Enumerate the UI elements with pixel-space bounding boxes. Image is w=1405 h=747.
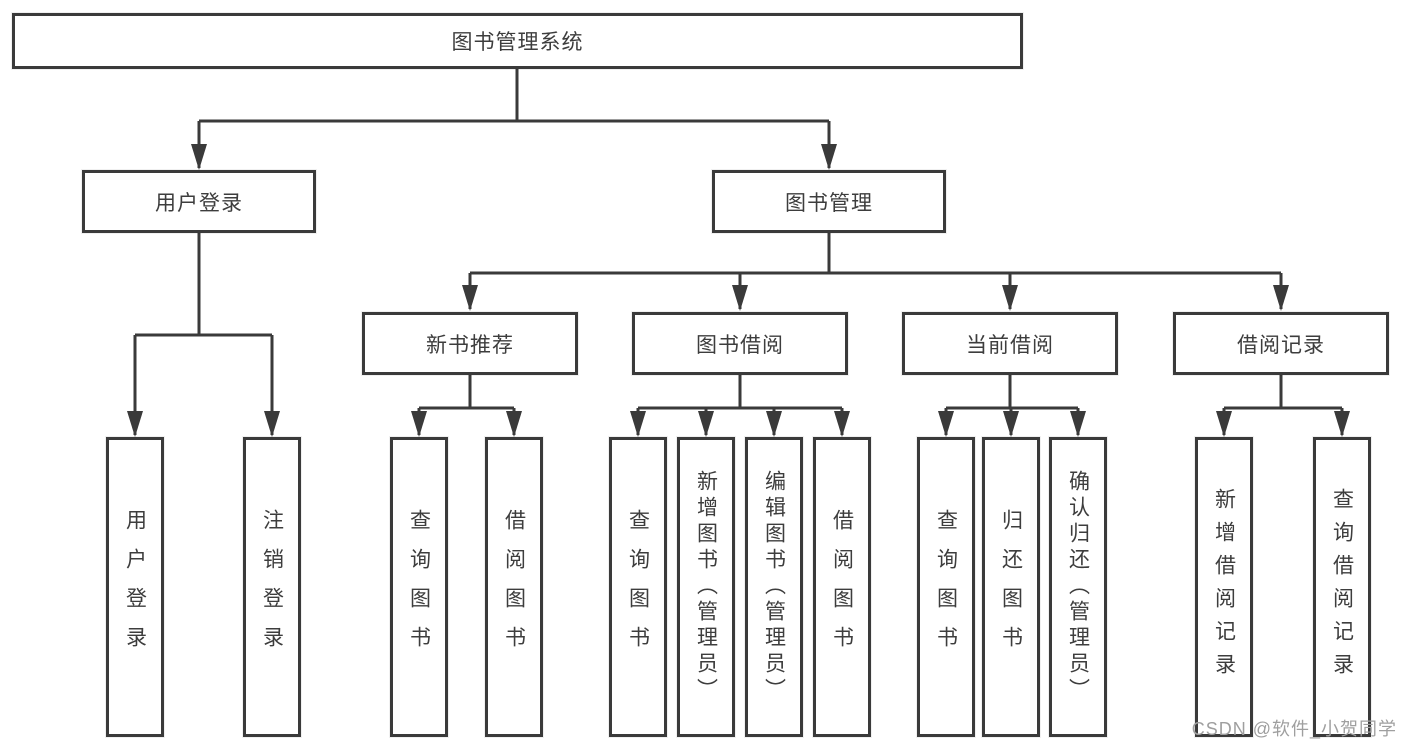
node-label: 图书借阅 <box>696 333 784 357</box>
leaf-return-books: 归还图书 <box>982 437 1040 737</box>
leaf-label: 编辑图书（管理员） <box>762 470 786 704</box>
leaf-label: 借阅图书 <box>830 509 854 665</box>
watermark: CSDN @软件_小贺同学 <box>1191 719 1397 739</box>
leaf-label: 查询图书 <box>626 509 650 665</box>
node-user-login: 用户登录 <box>82 170 316 233</box>
leaf-label: 查询图书 <box>407 509 431 665</box>
leaf-label: 注销登录 <box>260 509 284 665</box>
node-new-book-recommend: 新书推荐 <box>362 312 578 375</box>
leaf-borrow-books-recommend: 借阅图书 <box>485 437 543 737</box>
leaf-query-books-current: 查询图书 <box>917 437 975 737</box>
leaf-add-book-admin: 新增图书（管理员） <box>677 437 735 737</box>
leaf-query-books-borrow: 查询图书 <box>609 437 667 737</box>
leaf-label: 新增图书（管理员） <box>694 470 718 704</box>
node-borrow-records: 借阅记录 <box>1173 312 1389 375</box>
leaf-logout: 注销登录 <box>243 437 301 737</box>
leaf-query-borrow-record: 查询借阅记录 <box>1313 437 1371 737</box>
node-library-management-system: 图书管理系统 <box>12 13 1023 69</box>
leaf-user-login: 用户登录 <box>106 437 164 737</box>
leaf-confirm-return-admin: 确认归还（管理员） <box>1049 437 1107 737</box>
leaf-add-borrow-record: 新增借阅记录 <box>1195 437 1253 737</box>
node-label: 借阅记录 <box>1237 333 1325 357</box>
leaf-label: 确认归还（管理员） <box>1066 470 1090 704</box>
node-book-management: 图书管理 <box>712 170 946 233</box>
node-current-borrow: 当前借阅 <box>902 312 1118 375</box>
node-label: 用户登录 <box>155 191 243 215</box>
leaf-label: 查询图书 <box>934 509 958 665</box>
node-label: 当前借阅 <box>966 333 1054 357</box>
leaf-borrow-books: 借阅图书 <box>813 437 871 737</box>
leaf-edit-book-admin: 编辑图书（管理员） <box>745 437 803 737</box>
node-label: 新书推荐 <box>426 333 514 357</box>
leaf-label: 查询借阅记录 <box>1330 488 1354 686</box>
leaf-label: 新增借阅记录 <box>1212 488 1236 686</box>
leaf-label: 归还图书 <box>999 509 1023 665</box>
leaf-label: 用户登录 <box>123 509 147 665</box>
node-label: 图书管理系统 <box>451 31 584 54</box>
node-label: 图书管理 <box>785 191 873 215</box>
node-book-borrow: 图书借阅 <box>632 312 848 375</box>
leaf-query-books-recommend: 查询图书 <box>390 437 448 737</box>
leaf-label: 借阅图书 <box>502 509 526 665</box>
